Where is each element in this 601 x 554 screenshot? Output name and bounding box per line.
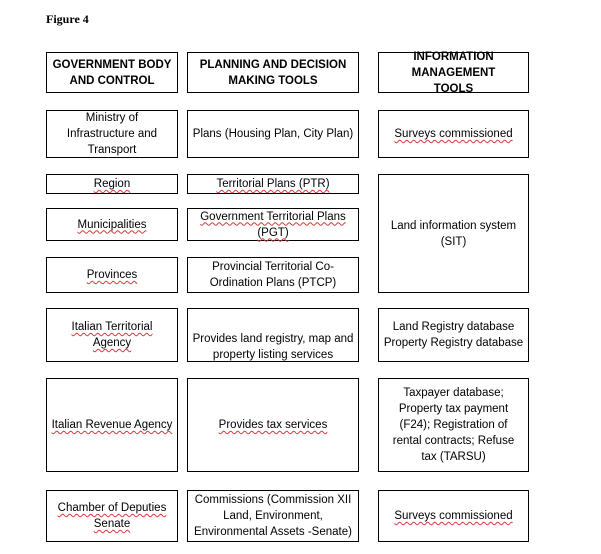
box-provinces: Provinces [46, 257, 178, 293]
header-government-body: GOVERNMENT BODY AND CONTROL [46, 52, 178, 93]
box-municipalities-text: Municipalities [77, 218, 147, 231]
box-territorial-agency-plans-text: Provides land registry, map and property… [192, 333, 354, 361]
header-planning-tools-text: PLANNING AND DECISION MAKING TOOLS [199, 58, 347, 87]
box-municipalities: Municipalities [46, 208, 178, 241]
header-information-tools: INFORMATION MANAGEMENT TOOLS [378, 51, 529, 95]
header-information-tools-text: INFORMATION MANAGEMENT TOOLS [411, 50, 496, 95]
box-chamber-plans-text: Commissions (Commission XII Land, Enviro… [194, 494, 352, 538]
box-ministry-plans: Plans (Housing Plan, City Plan) [187, 110, 359, 158]
header-planning-tools: PLANNING AND DECISION MAKING TOOLS [187, 52, 359, 93]
box-provinces-plans: Provincial Territorial Co-Ordination Pla… [187, 257, 359, 293]
box-territorial-agency-text: Italian Territorial Agency [71, 321, 153, 349]
box-territorial-agency-info-text: Land Registry database Property Registry… [383, 321, 524, 349]
box-municipalities-plans: Government Territorial Plans (PGT) [187, 208, 359, 241]
box-provinces-text: Provinces [86, 269, 138, 281]
box-revenue-agency-plans-text: Provides tax services [218, 419, 328, 431]
box-chamber-plans: Commissions (Commission XII Land, Enviro… [187, 490, 359, 542]
box-land-information-system-text: Land information system (SIT) [390, 219, 517, 248]
box-region: Region [46, 174, 178, 194]
box-provinces-plans-text: Provincial Territorial Co-Ordination Pla… [209, 261, 337, 289]
box-ministry-info-text: Surveys commissioned [394, 128, 513, 140]
box-chamber-text: Chamber of Deputies Senate [57, 502, 167, 530]
box-ministry-text: Ministry of Infrastructure and Transport [66, 112, 158, 156]
box-chamber-info: Surveys commissioned [378, 490, 529, 542]
box-ministry: Ministry of Infrastructure and Transport [46, 110, 178, 158]
box-territorial-agency-plans: Provides land registry, map and property… [187, 308, 359, 362]
box-territorial-agency: Italian Territorial Agency [46, 308, 178, 362]
box-territorial-agency-info: Land Registry database Property Registry… [378, 308, 529, 362]
figure-title: Figure 4 [46, 12, 89, 26]
header-government-body-text: GOVERNMENT BODY AND CONTROL [52, 58, 172, 87]
box-land-information-system: Land information system (SIT) [378, 174, 529, 293]
box-revenue-agency-info: Taxpayer database; Property tax payment … [378, 378, 529, 472]
box-municipalities-plans-text: Government Territorial Plans (PGT) [200, 210, 346, 239]
box-chamber-info-text: Surveys commissioned [394, 510, 513, 522]
box-revenue-agency-info-text: Taxpayer database; Property tax payment … [392, 387, 515, 463]
box-ministry-plans-text: Plans (Housing Plan, City Plan) [192, 128, 354, 140]
box-chamber: Chamber of Deputies Senate [46, 490, 178, 542]
box-region-text: Region [93, 178, 131, 190]
box-revenue-agency: Italian Revenue Agency [46, 378, 178, 472]
box-ministry-info: Surveys commissioned [378, 110, 529, 158]
box-revenue-agency-plans: Provides tax services [187, 378, 359, 472]
box-region-plans: Territorial Plans (PTR) [187, 174, 359, 194]
box-region-plans-text: Territorial Plans (PTR) [216, 178, 330, 190]
box-revenue-agency-text: Italian Revenue Agency [51, 419, 173, 431]
